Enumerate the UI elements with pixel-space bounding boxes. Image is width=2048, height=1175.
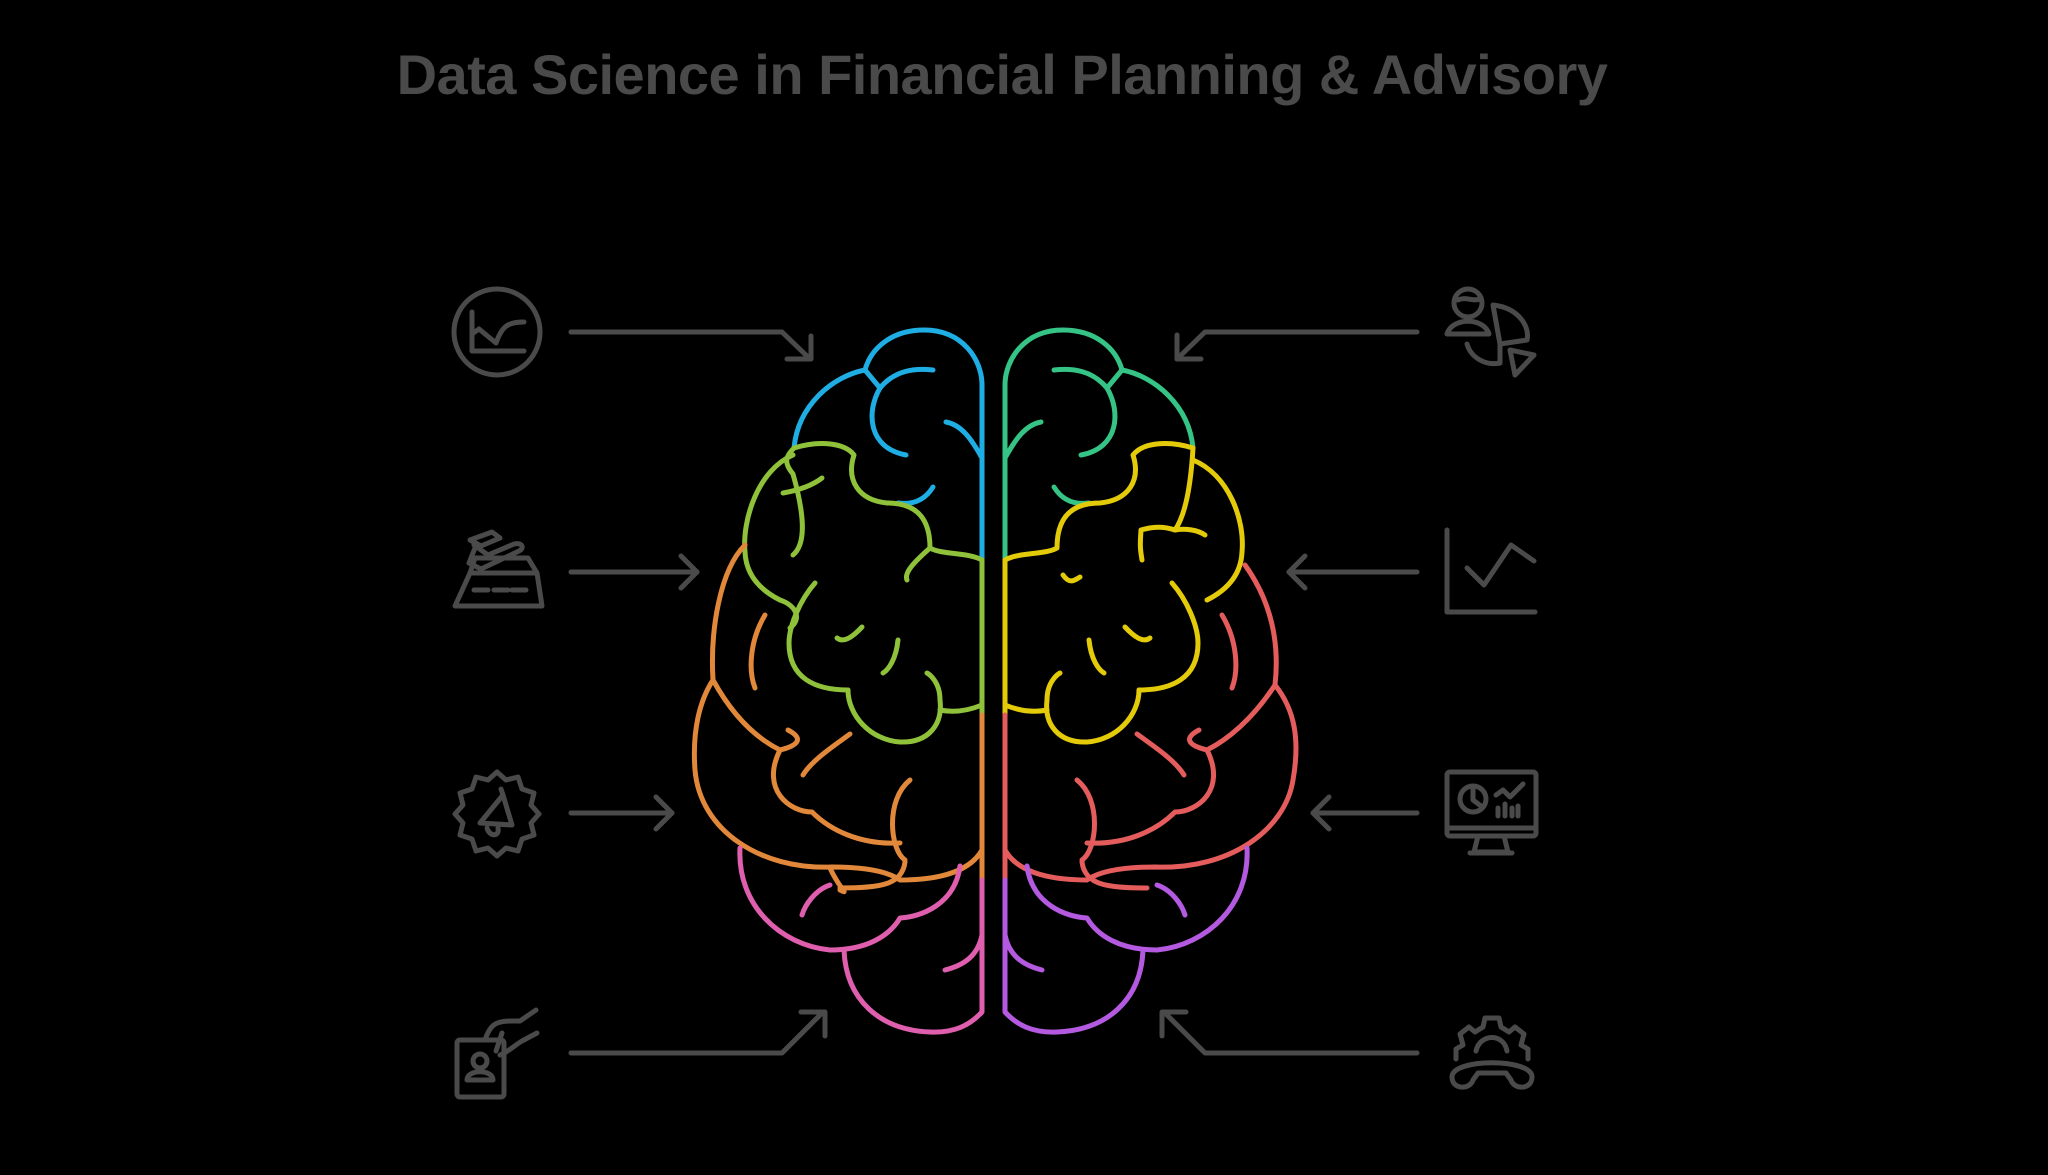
left-connector-3 bbox=[568, 794, 675, 832]
left-connector-1 bbox=[568, 329, 814, 362]
left-connector-2 bbox=[568, 553, 700, 591]
title-text: Data Science in Financial Planning & Adv… bbox=[396, 43, 1608, 106]
brain-right-upper-mid-segment bbox=[1002, 441, 1245, 745]
left-connector-4 bbox=[568, 1009, 828, 1056]
right-connector-3 bbox=[1310, 794, 1420, 832]
brain-right-top-segment bbox=[1002, 327, 1196, 563]
gear-phone-support-icon bbox=[1449, 1015, 1535, 1090]
gear-megaphone-icon bbox=[452, 769, 542, 859]
brain-right-bottom-segment bbox=[1002, 845, 1250, 1035]
brain-left-lower-mid-segment bbox=[691, 542, 985, 895]
airplane-runway-icon bbox=[452, 529, 545, 609]
brain-left-bottom-segment bbox=[737, 845, 985, 1035]
monitor-dashboard-icon bbox=[1444, 769, 1539, 856]
hand-id-card-icon bbox=[454, 1007, 540, 1100]
brain-left-upper-mid-segment bbox=[742, 441, 985, 745]
line-chart-icon bbox=[1444, 527, 1538, 615]
right-connector-4 bbox=[1159, 1009, 1420, 1056]
brain-right-lower-mid-segment bbox=[1002, 562, 1299, 891]
right-connector-1 bbox=[1174, 329, 1420, 362]
right-connector-2 bbox=[1286, 553, 1420, 591]
trend-chart-circle-icon bbox=[451, 286, 543, 378]
diagram-title: Data Science in Financial Planning & Adv… bbox=[0, 42, 2048, 107]
user-pie-chart-icon bbox=[1444, 286, 1537, 378]
